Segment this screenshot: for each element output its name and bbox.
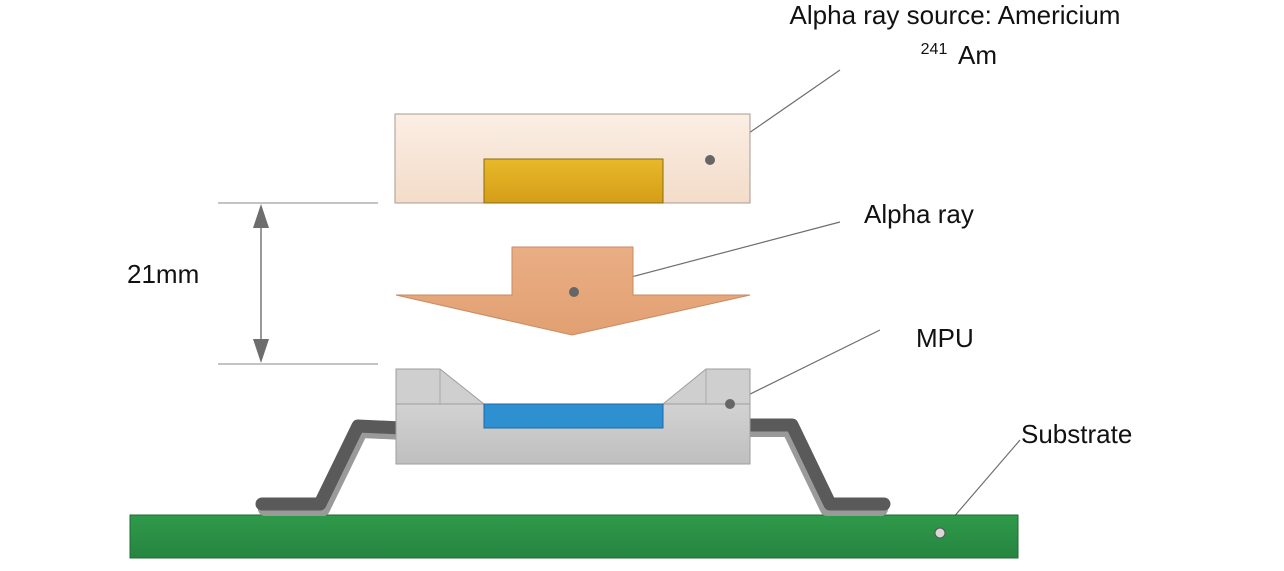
substrate: [129, 514, 1019, 559]
source-leader-dot: [705, 155, 715, 165]
distance-label: 21mm: [127, 259, 199, 289]
right-lead: [739, 418, 891, 511]
source-label-superscript: 241: [921, 41, 948, 58]
source-label-line1: Alpha ray source: Americium: [790, 0, 1121, 30]
dimension-arrow-down-icon: [253, 339, 269, 363]
dimension-marker: [218, 202, 378, 365]
alpha-ray-leader-dot: [569, 287, 579, 297]
mpu-leader-dot: [725, 399, 735, 409]
mpu-die: [483, 403, 664, 429]
left-lead: [255, 419, 409, 511]
dimension-arrow-up-icon: [253, 204, 269, 228]
alpha-ray-label: Alpha ray: [864, 199, 974, 229]
americium-source: [483, 158, 664, 204]
substrate-leader-dot: [934, 527, 946, 539]
mpu-leader-line: [729, 329, 881, 405]
substrate-label: Substrate: [1021, 419, 1132, 449]
mpu-leads: [255, 418, 891, 516]
mpu-package: [395, 368, 751, 465]
source-label-symbol: Am: [958, 40, 997, 70]
mpu-label: MPU: [916, 323, 974, 353]
